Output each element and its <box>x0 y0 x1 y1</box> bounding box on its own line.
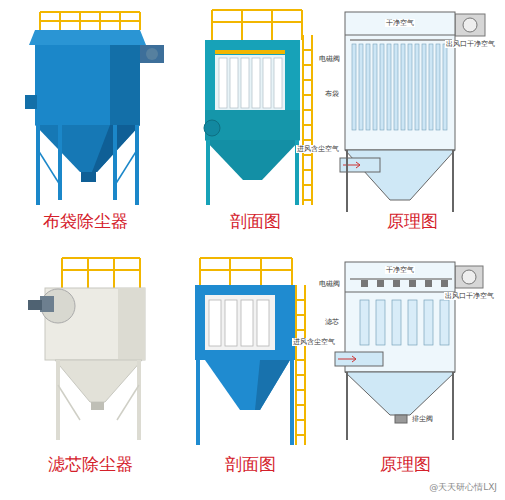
caption-label: 原理图 <box>380 455 431 475</box>
caption-label: 滤芯除尘器 <box>48 455 133 475</box>
part-label: 干净空气 <box>385 266 415 274</box>
part-label: 布袋 <box>324 90 340 98</box>
caption-label: 布袋除尘器 <box>43 212 128 232</box>
cartridge-filter-principle-drawing <box>335 262 483 440</box>
bag-filter-section-drawing <box>204 10 312 205</box>
part-label: 电磁阀 <box>318 280 341 288</box>
part-label: 滤芯 <box>324 318 340 326</box>
cartridge-filter-section-drawing <box>195 258 305 445</box>
part-label: 出风口干净空气 <box>444 292 495 300</box>
part-label: 电磁阀 <box>318 55 341 63</box>
cartridge-filter-drawing <box>28 258 145 440</box>
part-label: 排尘阀 <box>411 415 434 423</box>
caption-label: 剖面图 <box>225 455 276 475</box>
watermark: @天天研心情LXJ <box>429 482 497 492</box>
part-label: 进风含尘空气 <box>292 338 336 346</box>
part-label: 出风口干净空气 <box>445 40 496 48</box>
caption-label: 原理图 <box>387 212 438 232</box>
bag-filter-drawing <box>25 12 164 205</box>
caption-label: 剖面图 <box>230 212 281 232</box>
part-label: 进风含尘空气 <box>296 145 340 153</box>
part-label: 干净空气 <box>385 19 415 27</box>
